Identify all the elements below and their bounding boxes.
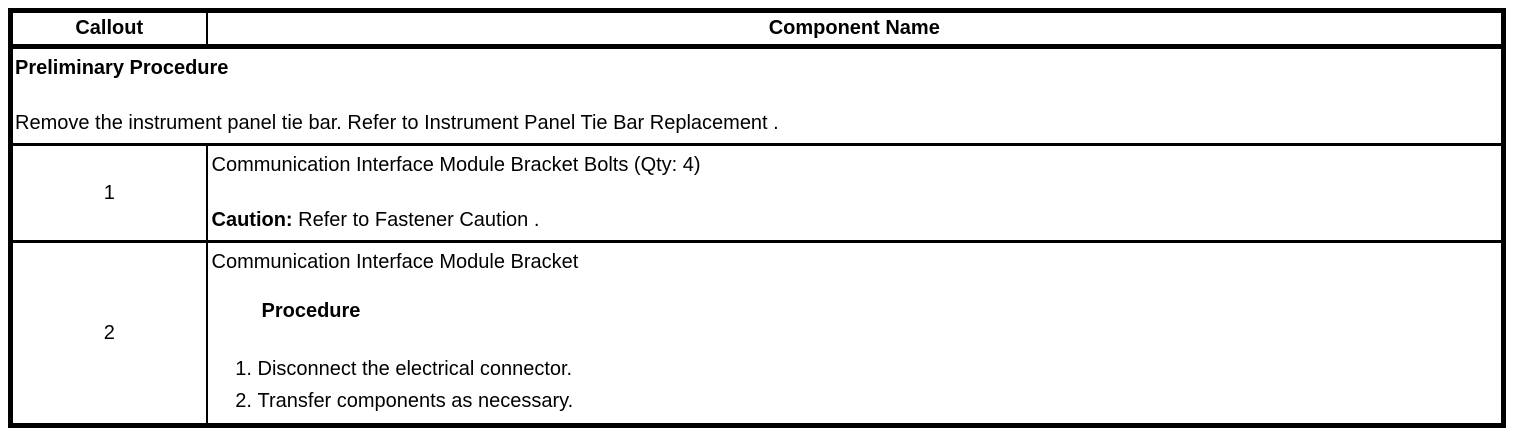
caution-text: Refer to (292, 209, 375, 231)
header-row: Callout Component Name (10, 10, 1504, 49)
procedure-step: Transfer components as necessary. (258, 385, 1498, 417)
preliminary-procedure-row: Preliminary Procedure Remove the instrum… (10, 46, 1504, 146)
component-name-text: Communication Interface Module Bracket (211, 251, 579, 273)
preliminary-procedure-title: Preliminary Procedure (15, 57, 229, 79)
caution-note: Caution: Refer to Fastener Caution . (212, 207, 1498, 234)
header-callout: Callout (10, 10, 208, 49)
callout-number: 2 (10, 241, 208, 426)
preliminary-body-suffix: . (767, 112, 779, 134)
fastener-caution-link[interactable]: Fastener Caution (374, 209, 529, 231)
procedure-heading: Procedure (261, 300, 361, 322)
caution-suffix: . (528, 209, 540, 231)
caution-label: Caution: (211, 209, 293, 231)
component-cell: Communication Interface Module Bracket P… (207, 242, 1504, 426)
callout-number: 1 (10, 144, 208, 243)
header-component-name: Component Name (206, 10, 1504, 49)
table-row: 1 Communication Interface Module Bracket… (10, 144, 1504, 243)
component-name-text: Communication Interface Module Bracket B… (211, 154, 701, 176)
table-header: Callout Component Name (10, 10, 1504, 49)
procedure-steps: Disconnect the electrical connector. Tra… (212, 353, 1498, 417)
preliminary-procedure-cell: Preliminary Procedure Remove the instrum… (10, 46, 1504, 146)
preliminary-procedure-body: Remove the instrument panel tie bar. Ref… (15, 110, 1497, 137)
component-callout-table: Callout Component Name Preliminary Proce… (8, 8, 1506, 428)
instrument-panel-tie-bar-replacement-link[interactable]: Instrument Panel Tie Bar Replacement (424, 112, 768, 134)
procedure-step: Disconnect the electrical connector. (258, 353, 1498, 385)
table-row: 2 Communication Interface Module Bracket… (10, 241, 1504, 426)
component-cell: Communication Interface Module Bracket B… (206, 144, 1504, 243)
preliminary-body-text: Remove the instrument panel tie bar. Ref… (15, 112, 425, 134)
